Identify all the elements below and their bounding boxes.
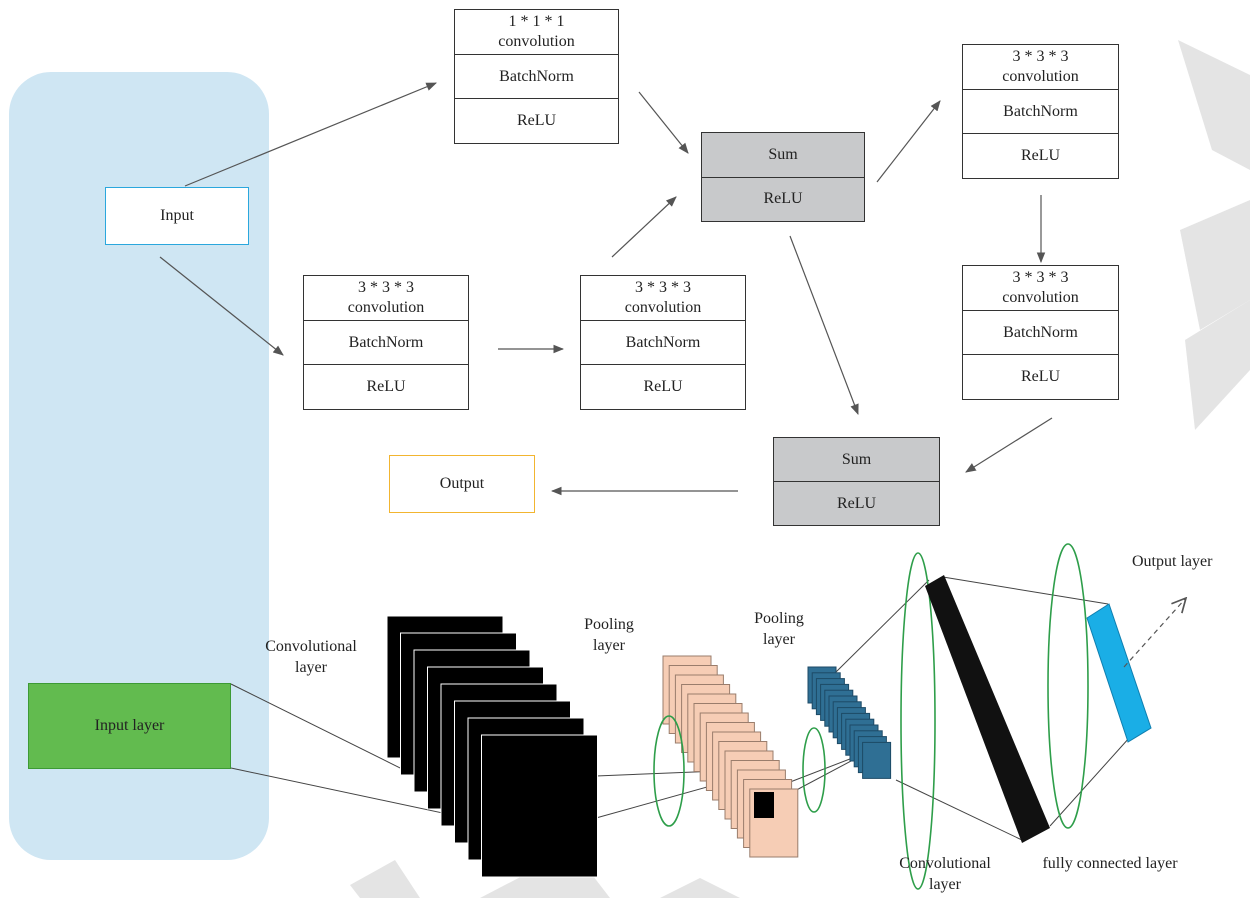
relu-cell: ReLU	[963, 354, 1118, 399]
input-box: Input	[105, 187, 249, 245]
relu-label: ReLU	[1021, 367, 1060, 387]
relu-cell: ReLU	[304, 364, 468, 409]
conv-header: 3 * 3 * 3 convolution	[963, 266, 1118, 310]
layer-type: convolution	[498, 32, 574, 52]
kernel-size: 3 * 3 * 3	[635, 278, 691, 298]
batchnorm-label: BatchNorm	[626, 333, 701, 353]
conv-1x1-block: 1 * 1 * 1 convolution BatchNorm ReLU	[454, 9, 619, 144]
batchnorm-cell: BatchNorm	[455, 54, 618, 99]
label-line: layer	[882, 874, 1008, 895]
kernel-size: 3 * 3 * 3	[358, 278, 414, 298]
relu-cell: ReLU	[774, 481, 939, 525]
label-line: Convolutional	[248, 636, 374, 657]
output-box: Output	[389, 455, 535, 513]
batchnorm-label: BatchNorm	[499, 67, 574, 87]
label-line: Output layer	[1132, 553, 1212, 570]
sum-block-1: Sum ReLU	[701, 132, 865, 222]
sum-cell: Sum	[702, 133, 864, 177]
relu-label: ReLU	[366, 377, 405, 397]
conv-header: 3 * 3 * 3 convolution	[581, 276, 745, 320]
pooled-map	[863, 742, 891, 778]
sum-block-2: Sum ReLU	[773, 437, 940, 526]
batchnorm-cell: BatchNorm	[963, 89, 1118, 134]
conv-1x1-header: 1 * 1 * 1 convolution	[455, 10, 618, 54]
batchnorm-cell: BatchNorm	[963, 310, 1118, 355]
relu-label: ReLU	[763, 189, 802, 209]
feature-map	[482, 735, 598, 877]
label-line: Pooling	[744, 608, 814, 629]
sum-label: Sum	[842, 450, 871, 470]
conv-3x3-block-b: 3 * 3 * 3 convolution BatchNorm ReLU	[580, 275, 746, 410]
input-layer-label: Input layer	[95, 717, 165, 735]
relu-label: ReLU	[643, 377, 682, 397]
batchnorm-label: BatchNorm	[1003, 102, 1078, 122]
relu-cell: ReLU	[455, 98, 618, 143]
relu-cell: ReLU	[702, 177, 864, 222]
label-line: layer	[572, 635, 646, 656]
conv-3x3-block-a: 3 * 3 * 3 convolution BatchNorm ReLU	[303, 275, 469, 410]
output-dashed-arrow	[1124, 598, 1186, 667]
relu-cell: ReLU	[963, 133, 1118, 178]
pooling-1-label: Pooling layer	[572, 614, 646, 656]
output-label: Output	[440, 475, 484, 493]
sum-label: Sum	[768, 145, 797, 165]
batchnorm-cell: BatchNorm	[581, 320, 745, 365]
label-line: layer	[248, 657, 374, 678]
relu-label: ReLU	[517, 111, 556, 131]
label-line: Convolutional	[882, 853, 1008, 874]
relu-label: ReLU	[1021, 146, 1060, 166]
kernel-size: 3 * 3 * 3	[1013, 47, 1069, 67]
layer-type: convolution	[1002, 288, 1078, 308]
conv-3x3-block-d: 3 * 3 * 3 convolution BatchNorm ReLU	[962, 265, 1119, 400]
batchnorm-label: BatchNorm	[1003, 323, 1078, 343]
conv-header: 3 * 3 * 3 convolution	[304, 276, 468, 320]
batchnorm-cell: BatchNorm	[304, 320, 468, 365]
input-layer-box: Input layer	[28, 683, 231, 769]
relu-label: ReLU	[837, 494, 876, 514]
output-layer-bar	[1087, 604, 1151, 742]
conv-header: 3 * 3 * 3 convolution	[963, 45, 1118, 89]
pooling-2-label: Pooling layer	[744, 608, 814, 650]
sum-cell: Sum	[774, 438, 939, 481]
batchnorm-label: BatchNorm	[349, 333, 424, 353]
fully-connected-label: fully connected layer	[1020, 853, 1200, 874]
label-line: Pooling	[572, 614, 646, 635]
conv-stack-1	[387, 616, 598, 877]
output-layer-label: Output layer	[1132, 551, 1250, 572]
kernel-square	[754, 792, 774, 818]
conv-layer-2-label: Convolutional layer	[882, 853, 1008, 895]
kernel-size: 1 * 1 * 1	[509, 12, 565, 32]
layer-type: convolution	[1002, 67, 1078, 87]
label-line: fully connected layer	[1042, 855, 1177, 872]
input-label: Input	[160, 207, 194, 225]
kernel-size: 3 * 3 * 3	[1013, 268, 1069, 288]
conv-layer-1-label: Convolutional layer	[248, 636, 374, 678]
label-line: layer	[744, 629, 814, 650]
layer-type: convolution	[348, 298, 424, 318]
conv-3x3-block-c: 3 * 3 * 3 convolution BatchNorm ReLU	[962, 44, 1119, 179]
layer-type: convolution	[625, 298, 701, 318]
relu-cell: ReLU	[581, 364, 745, 409]
